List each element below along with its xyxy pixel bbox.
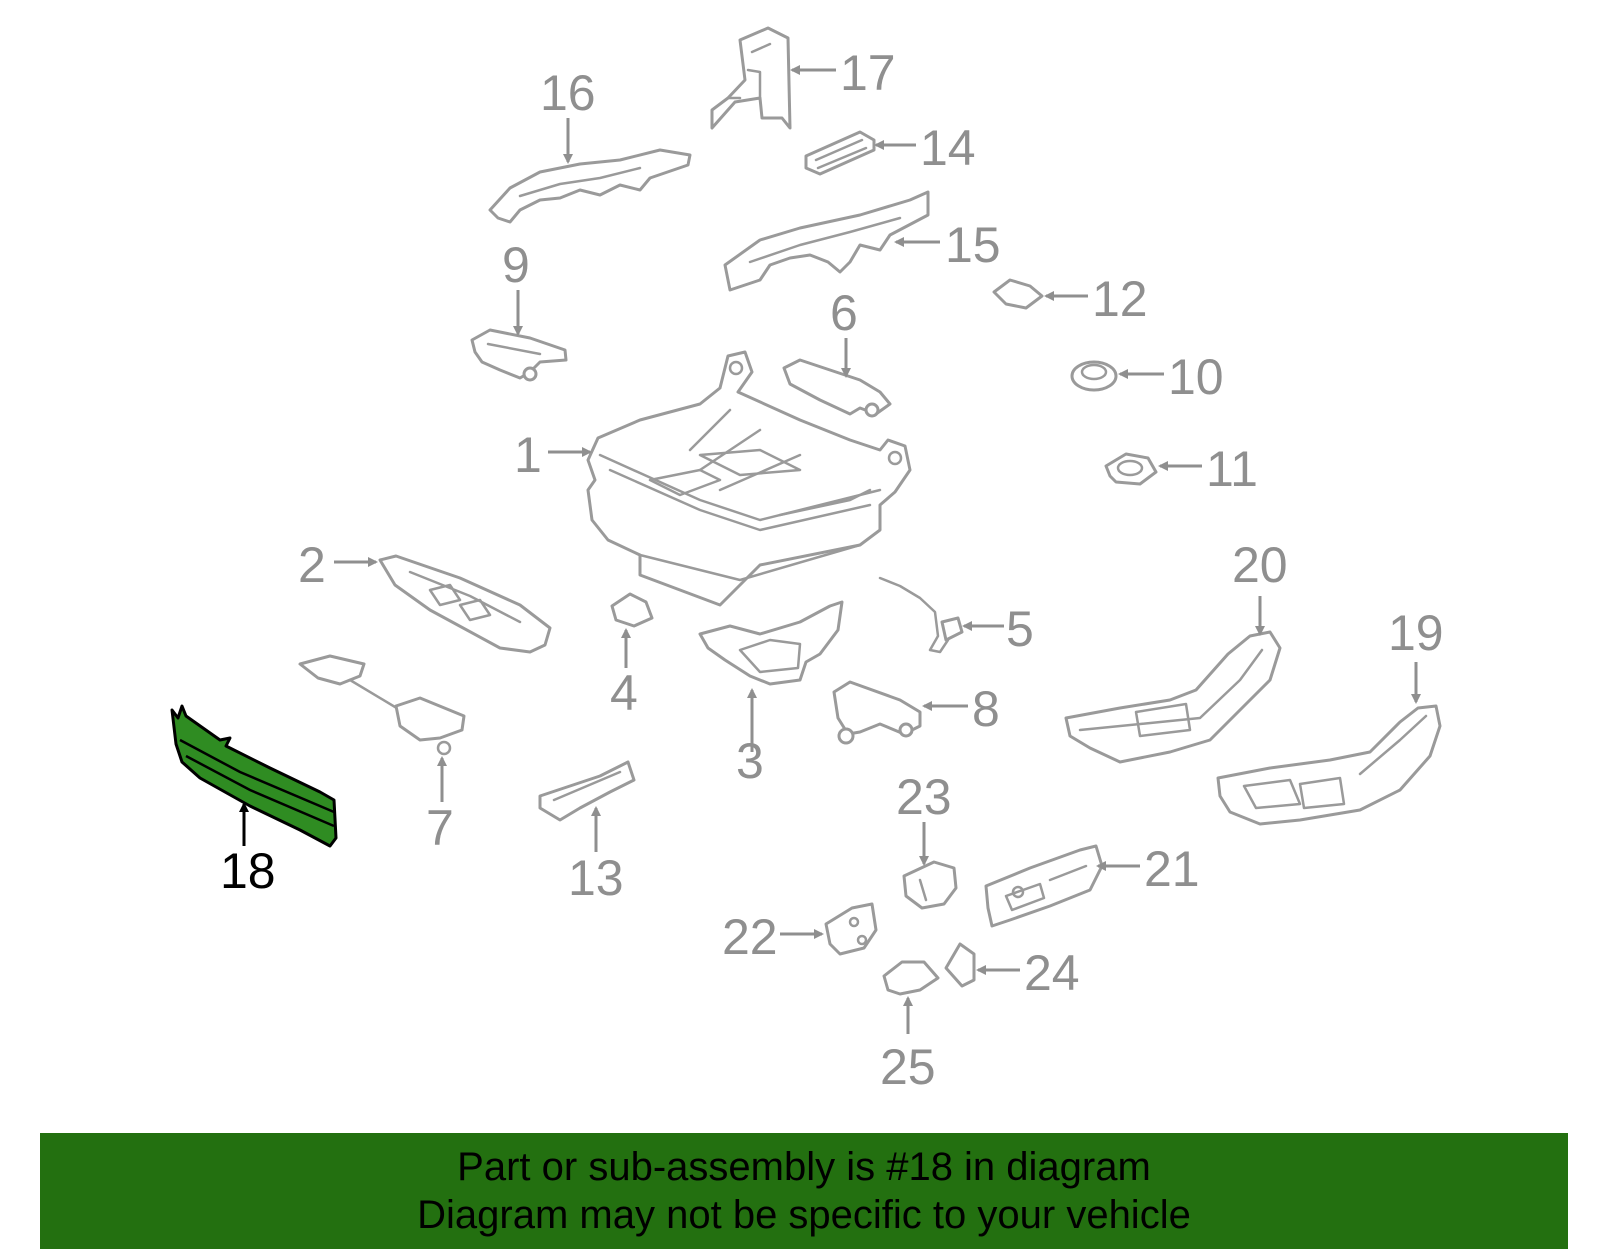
svg-text:12: 12 bbox=[1092, 271, 1148, 327]
svg-text:20: 20 bbox=[1232, 537, 1288, 593]
part-14-plate[interactable] bbox=[804, 130, 876, 176]
part-5-cable[interactable] bbox=[878, 576, 964, 654]
callout-21: 21 bbox=[1096, 841, 1200, 897]
svg-text:6: 6 bbox=[830, 285, 858, 341]
svg-text:23: 23 bbox=[896, 769, 952, 825]
part-19-side-shield[interactable] bbox=[1216, 704, 1442, 826]
svg-text:11: 11 bbox=[1206, 441, 1258, 497]
callout-1: 1 bbox=[514, 427, 592, 483]
part-8-motor[interactable] bbox=[832, 680, 922, 745]
svg-text:7: 7 bbox=[426, 800, 454, 856]
svg-text:21: 21 bbox=[1144, 841, 1200, 897]
part-12-grommet[interactable] bbox=[992, 278, 1044, 310]
part-24-knob[interactable] bbox=[944, 942, 976, 988]
part-2-side-cover[interactable] bbox=[378, 554, 552, 654]
part-13-bracket[interactable] bbox=[538, 760, 636, 822]
svg-text:22: 22 bbox=[722, 909, 778, 965]
callout-10: 10 bbox=[1118, 349, 1224, 405]
callout-11: 11 bbox=[1158, 441, 1258, 497]
callout-13: 13 bbox=[568, 806, 624, 906]
svg-text:8: 8 bbox=[972, 681, 1000, 737]
svg-text:18: 18 bbox=[220, 843, 276, 899]
svg-text:25: 25 bbox=[880, 1039, 936, 1095]
part-10-bushing[interactable] bbox=[1070, 360, 1118, 392]
svg-text:3: 3 bbox=[736, 733, 764, 789]
svg-text:2: 2 bbox=[298, 537, 326, 593]
part-6-motor[interactable] bbox=[782, 358, 892, 418]
part-3-recliner-bracket[interactable] bbox=[698, 600, 844, 686]
callout-7: 7 bbox=[426, 756, 454, 856]
callout-24: 24 bbox=[976, 945, 1080, 1001]
callout-17: 17 bbox=[790, 45, 896, 101]
callout-3: 3 bbox=[736, 688, 764, 789]
svg-text:19: 19 bbox=[1388, 605, 1444, 661]
part-15-side-rail[interactable] bbox=[723, 190, 930, 292]
banner-line-disclaimer: Diagram may not be specific to your vehi… bbox=[417, 1193, 1191, 1237]
callout-8: 8 bbox=[922, 681, 1000, 737]
part-7-cable-assembly[interactable] bbox=[298, 654, 466, 756]
banner-line-part: Part or sub-assembly is #18 in diagram bbox=[457, 1145, 1151, 1189]
callout-18: 18 bbox=[220, 802, 276, 899]
callout-14: 14 bbox=[874, 120, 976, 176]
callout-4: 4 bbox=[610, 628, 638, 721]
callout-15: 15 bbox=[894, 217, 1001, 273]
svg-text:16: 16 bbox=[540, 65, 596, 121]
part-23-switch-knob[interactable] bbox=[902, 860, 958, 910]
callout-6: 6 bbox=[830, 285, 858, 378]
callout-9: 9 bbox=[502, 237, 530, 336]
part-1-seat-frame[interactable] bbox=[586, 350, 912, 607]
callout-22: 22 bbox=[722, 909, 824, 965]
callout-23: 23 bbox=[896, 769, 952, 866]
part-16-side-rail[interactable] bbox=[488, 148, 692, 224]
part-18-trim-highlighted[interactable] bbox=[170, 704, 338, 848]
svg-text:10: 10 bbox=[1168, 349, 1224, 405]
part-17-bracket[interactable] bbox=[710, 26, 792, 130]
svg-text:17: 17 bbox=[840, 45, 896, 101]
part-25-knob[interactable] bbox=[882, 960, 940, 996]
svg-text:14: 14 bbox=[920, 120, 976, 176]
part-22-switch[interactable] bbox=[824, 902, 878, 956]
callout-25: 25 bbox=[880, 996, 936, 1095]
svg-text:13: 13 bbox=[568, 850, 624, 906]
svg-text:1: 1 bbox=[514, 427, 542, 483]
part-9-motor[interactable] bbox=[470, 328, 568, 382]
svg-text:15: 15 bbox=[945, 217, 1001, 273]
svg-text:24: 24 bbox=[1024, 945, 1080, 1001]
callout-16: 16 bbox=[540, 65, 596, 164]
part-21-seat-switch[interactable] bbox=[984, 844, 1104, 928]
svg-text:5: 5 bbox=[1006, 601, 1034, 657]
callout-20: 20 bbox=[1232, 537, 1288, 636]
part-11-bushing[interactable] bbox=[1104, 452, 1158, 486]
svg-text:9: 9 bbox=[502, 237, 530, 293]
callout-2: 2 bbox=[298, 537, 378, 593]
callout-19: 19 bbox=[1388, 605, 1444, 704]
part-info-banner: Part or sub-assembly is #18 in diagram D… bbox=[40, 1133, 1568, 1249]
part-4-clip[interactable] bbox=[610, 592, 654, 628]
callout-5: 5 bbox=[962, 601, 1034, 657]
part-20-side-shield[interactable] bbox=[1064, 630, 1282, 764]
callout-12: 12 bbox=[1044, 271, 1148, 327]
svg-text:4: 4 bbox=[610, 665, 638, 721]
